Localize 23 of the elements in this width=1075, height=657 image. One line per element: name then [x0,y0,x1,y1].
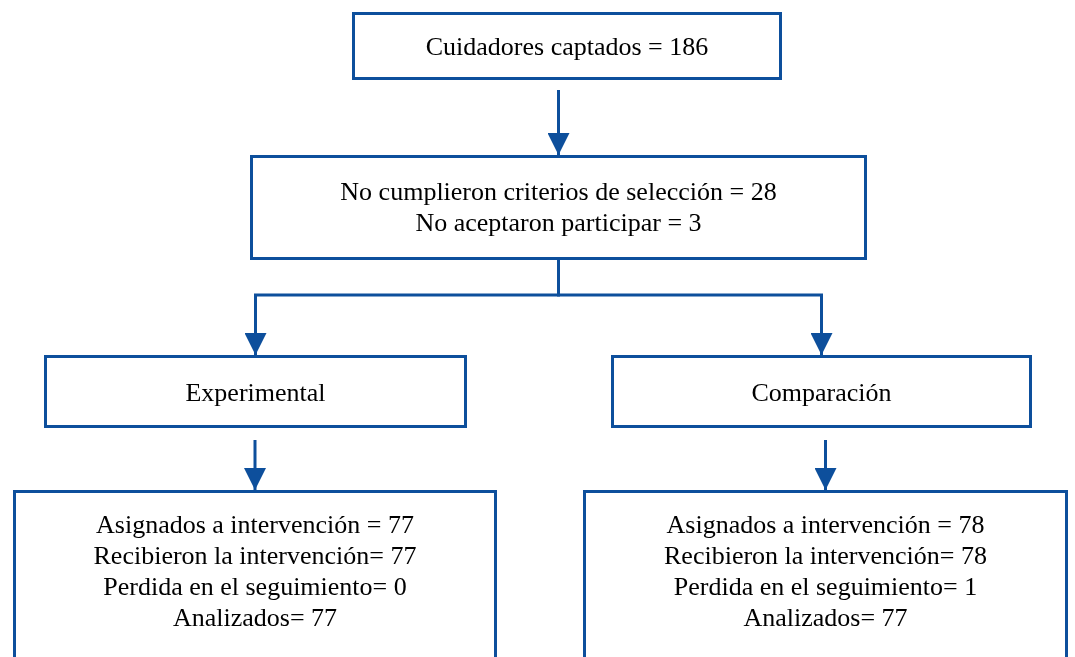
box-text: Cuidadores captados = 186 [425,31,709,62]
box-text: No aceptaron participar = 3 [415,207,702,238]
box-text: Recibieron la intervención= 77 [93,540,417,571]
arrow [547,90,570,155]
box-text: Perdida en el seguimiento= 1 [673,571,978,602]
arrow [814,440,837,490]
box-text: Perdida en el seguimiento= 0 [103,571,407,602]
process-box [583,490,1068,657]
box-text: No cumplieron criterios de selección = 28 [340,176,777,207]
box-text: Analizados= 77 [743,602,908,633]
process-box [44,355,467,428]
box-text: Analizados= 77 [172,602,338,633]
box-text: Asignados a intervención = 78 [666,509,985,540]
arrow [557,260,833,355]
box-text: Experimental [185,377,326,408]
process-box [352,12,782,80]
box-text: Asignados a intervención = 77 [96,509,414,540]
box-text: Recibieron la intervención= 78 [664,540,987,571]
process-box [611,355,1032,428]
arrow [244,440,266,490]
process-box [13,490,497,657]
process-box [250,155,867,260]
box-text: Comparación [751,377,892,408]
